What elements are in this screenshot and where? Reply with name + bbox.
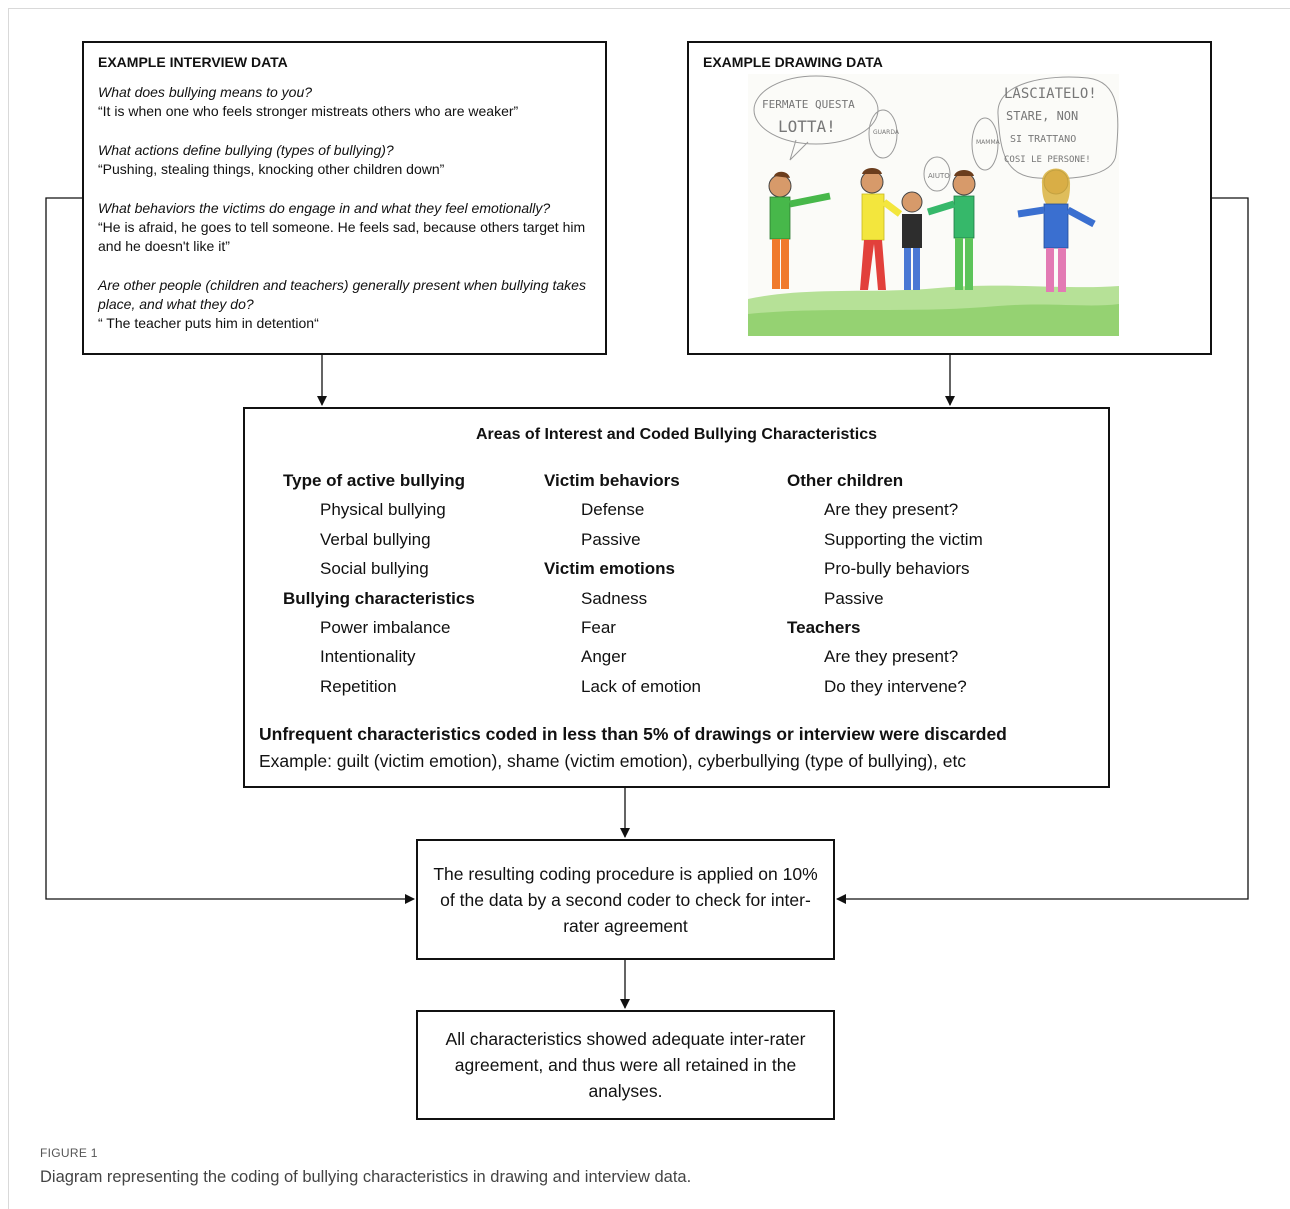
coding-procedure-box: The resulting coding procedure is applie…	[416, 839, 835, 960]
bubble-small-2: AIUTO	[928, 172, 950, 180]
list-item: Social bullying	[320, 559, 429, 579]
figure-label: FIGURE 1	[40, 1146, 98, 1160]
list-item: Fear	[581, 618, 616, 638]
bubble-1-line-2: LOTTA!	[778, 117, 836, 136]
list-item: Physical bullying	[320, 500, 446, 520]
heading-other-children: Other children	[787, 471, 904, 490]
interview-data-box: EXAMPLE INTERVIEW DATA What does bullyin…	[82, 41, 607, 355]
bubble-small-1: GUARDA	[873, 129, 900, 136]
unfrequent-characteristics-note: Unfrequent characteristics coded in less…	[259, 724, 1007, 744]
interview-answer-2: “Pushing, stealing things, knocking othe…	[98, 161, 445, 177]
interview-question-1: What does bullying means to you?	[98, 84, 313, 100]
list-item: Sadness	[581, 588, 648, 608]
areas-of-interest-box: Areas of Interest and Coded Bullying Cha…	[243, 407, 1110, 788]
interview-question-2: What actions define bullying (types of b…	[98, 142, 394, 158]
child-drawing-image: FERMATE QUESTA LOTTA! GUARDA AIUTO MAMMA…	[748, 74, 1119, 336]
heading-type-of-active-bullying: Type of active bullying	[283, 471, 465, 490]
list-item: Do they intervene?	[824, 676, 967, 696]
column-others: Other children Are they present? Support…	[787, 466, 983, 701]
coding-procedure-text: The resulting coding procedure is applie…	[433, 863, 818, 936]
column-bullying-type: Type of active bullying Physical bullyin…	[283, 466, 475, 701]
drawing-box-title: EXAMPLE DRAWING DATA	[703, 54, 883, 70]
agreement-box: All characteristics showed adequate inte…	[416, 1010, 835, 1120]
heading-teachers: Teachers	[787, 618, 861, 638]
arrow-interview-to-coding	[45, 197, 415, 904]
list-item: Are they present?	[824, 647, 959, 667]
heading-victim-emotions: Victim emotions	[544, 559, 675, 579]
list-item: Anger	[581, 647, 627, 667]
list-item: Passive	[581, 529, 641, 549]
bubble-2-line-3: SI TRATTANO	[1010, 134, 1076, 145]
column-victim: Victim behaviors Defense Passive Victim …	[544, 466, 701, 701]
interview-answer-3: “He is afraid, he goes to tell someone. …	[98, 219, 586, 254]
agreement-text: All characteristics showed adequate inte…	[445, 1029, 806, 1101]
list-item: Intentionality	[320, 647, 416, 667]
bubble-1-line-1: FERMATE QUESTA	[762, 98, 855, 111]
list-item: Pro-bully behaviors	[824, 559, 970, 579]
list-item: Power imbalance	[320, 618, 451, 638]
figure-caption: Diagram representing the coding of bully…	[40, 1168, 692, 1186]
list-item: Lack of emotion	[581, 676, 702, 696]
areas-title: Areas of Interest and Coded Bullying Cha…	[476, 426, 877, 443]
interview-question-3: What behaviors the victims do engage in …	[98, 200, 551, 216]
heading-bullying-characteristics: Bullying characteristics	[283, 588, 475, 608]
list-item: Verbal bullying	[320, 529, 431, 549]
interview-question-4: Are other people (children and teachers)…	[98, 277, 586, 312]
list-item: Repetition	[320, 676, 397, 696]
bubble-small-3: MAMMA	[976, 139, 1001, 146]
interview-answer-1: “It is when one who feels stronger mistr…	[98, 103, 519, 119]
bubble-2-line-2: STARE, NON	[1006, 109, 1078, 123]
interview-answer-4: “ The teacher puts him in detention“	[98, 315, 319, 331]
figure-frame	[8, 8, 1290, 1209]
bubble-2-line-1: LASCIATELO!	[1004, 86, 1097, 102]
list-item: Passive	[824, 588, 884, 608]
unfrequent-example: Example: guilt (victim emotion), shame (…	[259, 751, 967, 771]
list-item: Supporting the victim	[824, 529, 983, 549]
interview-box-title: EXAMPLE INTERVIEW DATA	[98, 54, 288, 70]
arrow-drawing-to-coding	[836, 197, 1249, 904]
list-item: Are they present?	[824, 500, 959, 520]
heading-victim-behaviors: Victim behaviors	[544, 471, 680, 490]
bubble-2-line-4: COSI LE PERSONE!	[1004, 155, 1091, 165]
list-item: Defense	[581, 500, 645, 520]
